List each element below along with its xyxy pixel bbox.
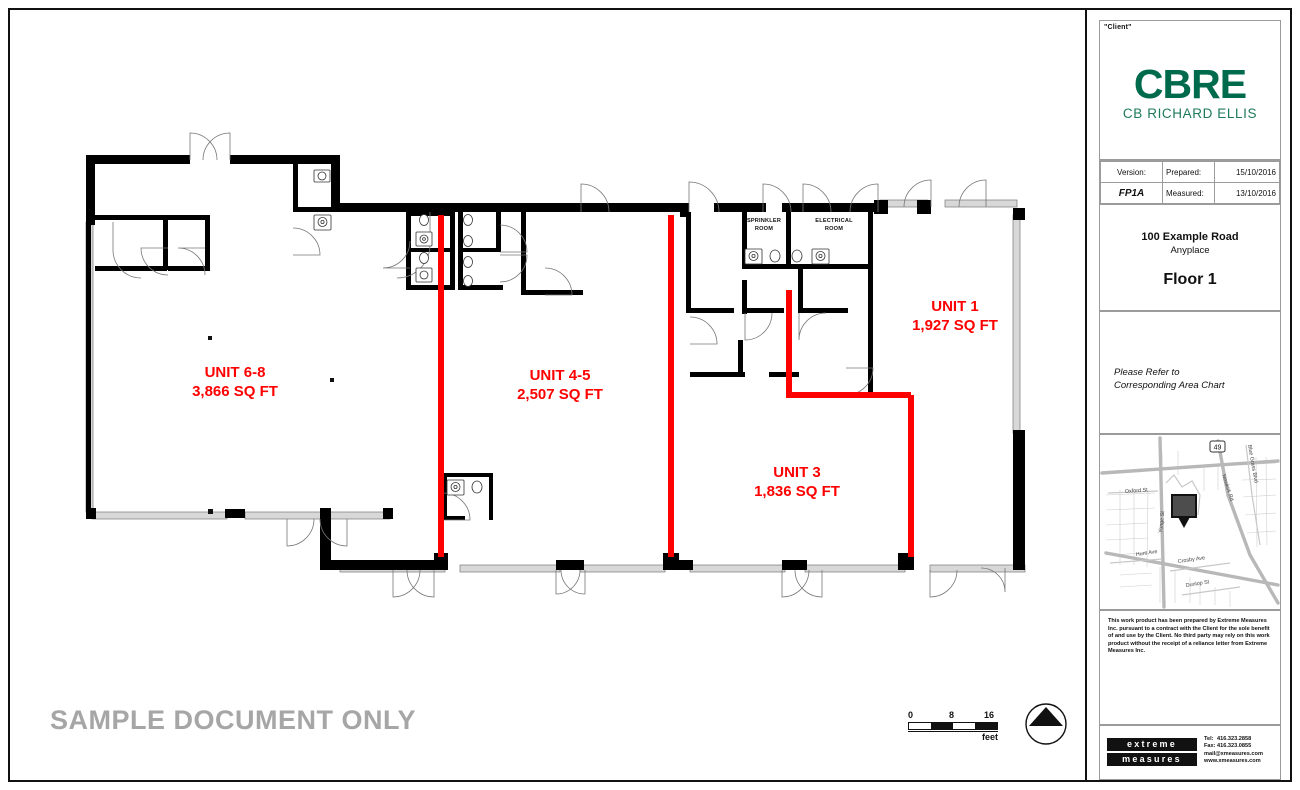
cbre-wordmark: CBRE <box>1133 61 1247 107</box>
unit-name: UNIT 6-8 <box>204 364 266 381</box>
locator-map: 49 Oxford St Yonge St Hunt Ave Crosby Av… <box>1099 434 1281 610</box>
measured-value: 13/10/2016 <box>1214 182 1280 204</box>
svg-text:Crosby Ave: Crosby Ave <box>1177 555 1205 565</box>
fax-label: Fax: <box>1204 743 1216 750</box>
disclaimer-text: This work product has been prepared by E… <box>1108 618 1270 655</box>
north-arrow-icon <box>1025 703 1067 745</box>
route-shield-icon: 49 <box>1209 440 1226 453</box>
preparer-footer: extreme measures Tel:416.323.2858 Fax:41… <box>1099 725 1281 780</box>
property-street: 100 Example Road <box>1141 231 1239 243</box>
demising-lines <box>438 215 914 557</box>
prepared-value: 15/10/2016 <box>1214 161 1280 183</box>
scale-tick-0: 0 <box>908 710 914 720</box>
unit-area: 1,836 SQ FT <box>754 483 840 500</box>
area-chart-note: Please Refer to Corresponding Area Chart <box>1114 367 1225 391</box>
area-chart-note-box: Please Refer to Corresponding Area Chart <box>1099 311 1281 434</box>
tel-value: 416.323.2858 <box>1217 736 1252 742</box>
svg-text:Yonge St: Yonge St <box>1158 511 1166 534</box>
sample-document-watermark: SAMPLE DOCUMENT ONLY <box>50 705 417 735</box>
interior-partitions <box>95 164 873 520</box>
client-logo-box: "Client" CBRE CB RICHARD ELLIS <box>1099 20 1281 160</box>
unit-name: UNIT 1 <box>931 298 979 315</box>
cbre-logo: CBRE CB RICHARD ELLIS <box>1100 63 1280 121</box>
unit-label-unit-1: UNIT 1 1,927 SQ FT <box>870 297 1040 335</box>
exterior-walls <box>86 155 1025 570</box>
logo-line-2: measures <box>1107 753 1197 766</box>
version-table: Version: Prepared: 15/10/2016 FP1A Measu… <box>1099 160 1281 204</box>
unit-name: UNIT 3 <box>773 464 821 481</box>
unit-name: UNIT 4-5 <box>529 367 591 384</box>
room-label-sprinkler-room: SPRINKLER ROOM <box>746 218 782 232</box>
address-box: 100 Example Road Anyplace Floor 1 <box>1099 204 1281 311</box>
tel-label: Tel: <box>1204 736 1214 742</box>
property-city: Anyplace <box>1170 245 1210 256</box>
scale-unit-label: feet <box>908 731 998 742</box>
contact-info: Tel:416.323.2858 Fax:416.323.0855 mail@x… <box>1204 736 1263 766</box>
property-marker-icon <box>1171 494 1197 528</box>
room-label-electrical-room: ELECTRICAL ROOM <box>815 218 853 232</box>
extreme-measures-logo: extreme measures <box>1107 738 1197 768</box>
column-markers <box>208 336 334 514</box>
client-placeholder-label: "Client" <box>1104 24 1132 31</box>
unit-area: 3,866 SQ FT <box>192 383 278 400</box>
floor-plan-drawing <box>85 132 1026 598</box>
svg-text:Hunt Ave: Hunt Ave <box>1135 549 1157 558</box>
version-label: Version: <box>1100 161 1163 183</box>
measured-label: Measured: <box>1162 182 1215 204</box>
title-block: "Client" CBRE CB RICHARD ELLIS Version: … <box>1085 10 1290 780</box>
logo-line-1: extreme <box>1107 738 1197 751</box>
scale-tick-8: 8 <box>949 710 955 720</box>
unit-label-unit-4-5: UNIT 4-5 2,507 SQ FT <box>475 366 645 404</box>
svg-text:Oxford St: Oxford St <box>1125 487 1149 495</box>
scale-bar: 0 8 16 feet <box>908 710 998 742</box>
version-value: FP1A <box>1100 182 1163 204</box>
email-value: mail@xmeasures.com <box>1204 750 1263 757</box>
unit-label-unit-3: UNIT 3 1,836 SQ FT <box>712 463 882 501</box>
svg-text:49: 49 <box>1214 445 1222 452</box>
unit-area: 1,927 SQ FT <box>912 317 998 334</box>
sheet-border <box>8 8 1292 782</box>
svg-text:Dunlop St: Dunlop St <box>1185 579 1210 589</box>
plumbing-fixtures <box>313 169 830 496</box>
cbre-tagline: CB RICHARD ELLIS <box>1122 106 1258 121</box>
unit-label-unit-6-8: UNIT 6-8 3,866 SQ FT <box>150 363 320 401</box>
fax-value: 416.323.0855 <box>1217 743 1252 750</box>
unit-area: 2,507 SQ FT <box>517 386 603 403</box>
scale-bar-graphic <box>908 722 998 730</box>
prepared-label: Prepared: <box>1162 161 1215 183</box>
disclaimer-box: This work product has been prepared by E… <box>1099 610 1281 725</box>
scale-tick-16: 16 <box>984 710 995 720</box>
website-value: www.xmeasures.com <box>1204 758 1261 765</box>
floor-title: Floor 1 <box>1163 271 1217 288</box>
